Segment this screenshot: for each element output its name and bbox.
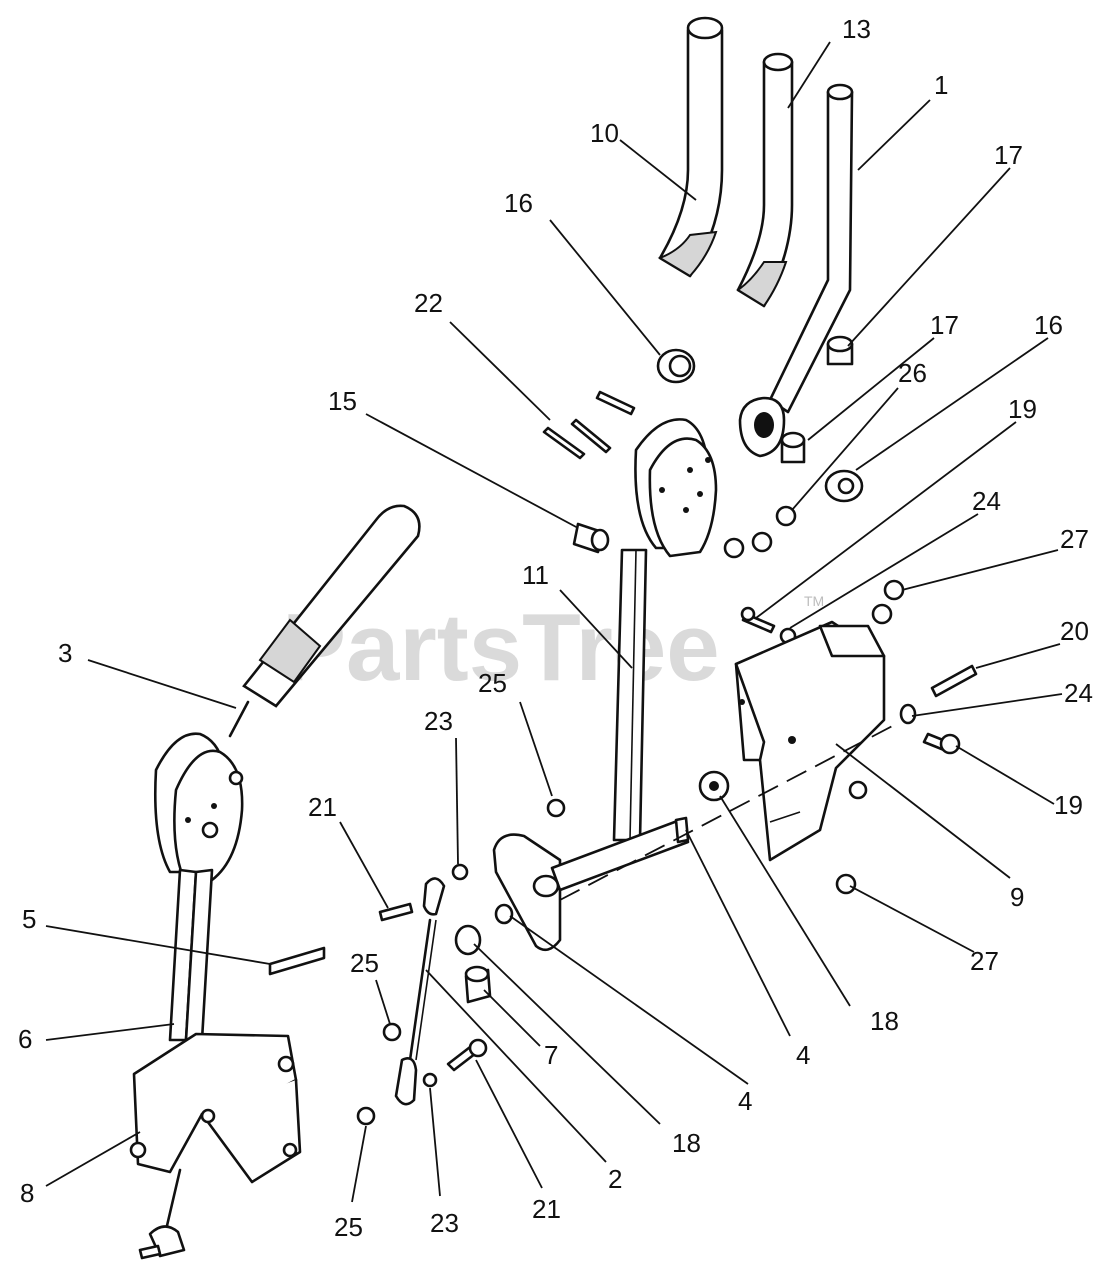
callout-8: 8 [20,1178,34,1208]
callout-27: 27 [970,946,999,976]
spacer-7 [464,965,492,1004]
bolt-20 [930,664,978,698]
rubber-pad-5 [268,946,326,976]
bushing-16-top [656,348,696,384]
bolt-24-upper [740,606,797,645]
nut-27-lower [835,780,868,895]
nut-25-center [546,798,566,818]
callout-26: 26 [898,358,927,388]
callout-6: 6 [18,1024,32,1054]
nut-23-upper [451,863,469,881]
spacer-17-top [826,335,854,366]
callout-5: 5 [22,904,36,934]
callout-16: 16 [504,188,533,218]
callout-23: 23 [424,706,453,736]
watermark-tm: TM [804,593,824,609]
callout-19: 19 [1008,394,1037,424]
callout-11: 11 [522,560,549,590]
lever-plate-6 [153,732,244,1042]
bolt-19-right [922,732,961,755]
nut-27-upper [871,579,905,625]
pin-4 [674,816,690,844]
bushing-18-center [698,770,730,802]
spacer-17-lower [780,431,806,464]
callout-2: 2 [608,1164,622,1194]
lower-rod-end [138,1168,186,1260]
callout-22: 22 [414,288,443,318]
lever-assembly-11 [492,418,718,952]
callout-1: 1 [934,70,948,100]
callout-15: 15 [328,386,357,416]
handle-grip-10 [657,16,724,278]
callout-25: 25 [478,668,507,698]
nuts-26 [723,505,797,559]
handle-grip-3 [228,504,421,738]
callout-17: 17 [930,310,959,340]
bolt-21-upper [378,902,414,922]
bolts-22 [542,390,636,460]
handle-grip-13 [736,52,794,308]
callout-17: 17 [994,140,1023,170]
callout-4: 4 [738,1086,752,1116]
callout-4: 4 [796,1040,810,1070]
callout-25: 25 [350,948,379,978]
mount-bracket-9 [734,620,886,862]
callout-20: 20 [1060,616,1089,646]
nut-25-bottom [356,1106,376,1126]
nut-23-lower [422,1072,438,1088]
callout-7: 7 [544,1040,558,1070]
washer-4-lower [494,903,514,925]
callout-27: 27 [1060,524,1089,554]
callout-25: 25 [334,1212,363,1242]
control-rod-2 [394,877,446,1106]
callout-21: 21 [308,792,337,822]
callout-3: 3 [58,638,72,668]
spacer-15 [572,522,610,554]
handle-lever-1 [738,83,854,458]
callout-10: 10 [590,118,619,148]
washer-24-right [899,703,917,725]
callout-labels: 13 1 10 17 16 17 22 16 26 15 19 24 27 11… [18,14,1093,1242]
nut-25-left [382,1022,402,1042]
callout-18: 18 [672,1128,701,1158]
callout-21: 21 [532,1194,561,1224]
callout-24: 24 [1064,678,1093,708]
callout-23: 23 [430,1208,459,1238]
bolt-21-lower [446,1038,488,1072]
callout-13: 13 [842,14,871,44]
callout-9: 9 [1010,882,1024,912]
washer-16-right [824,469,864,503]
lower-bracket-8 [129,1032,302,1184]
callout-19: 19 [1054,790,1083,820]
callout-16: 16 [1034,310,1063,340]
callout-24: 24 [972,486,1001,516]
leader-lines [45,41,1063,1203]
callout-18: 18 [870,1006,899,1036]
bushing-18-lower [454,924,482,956]
